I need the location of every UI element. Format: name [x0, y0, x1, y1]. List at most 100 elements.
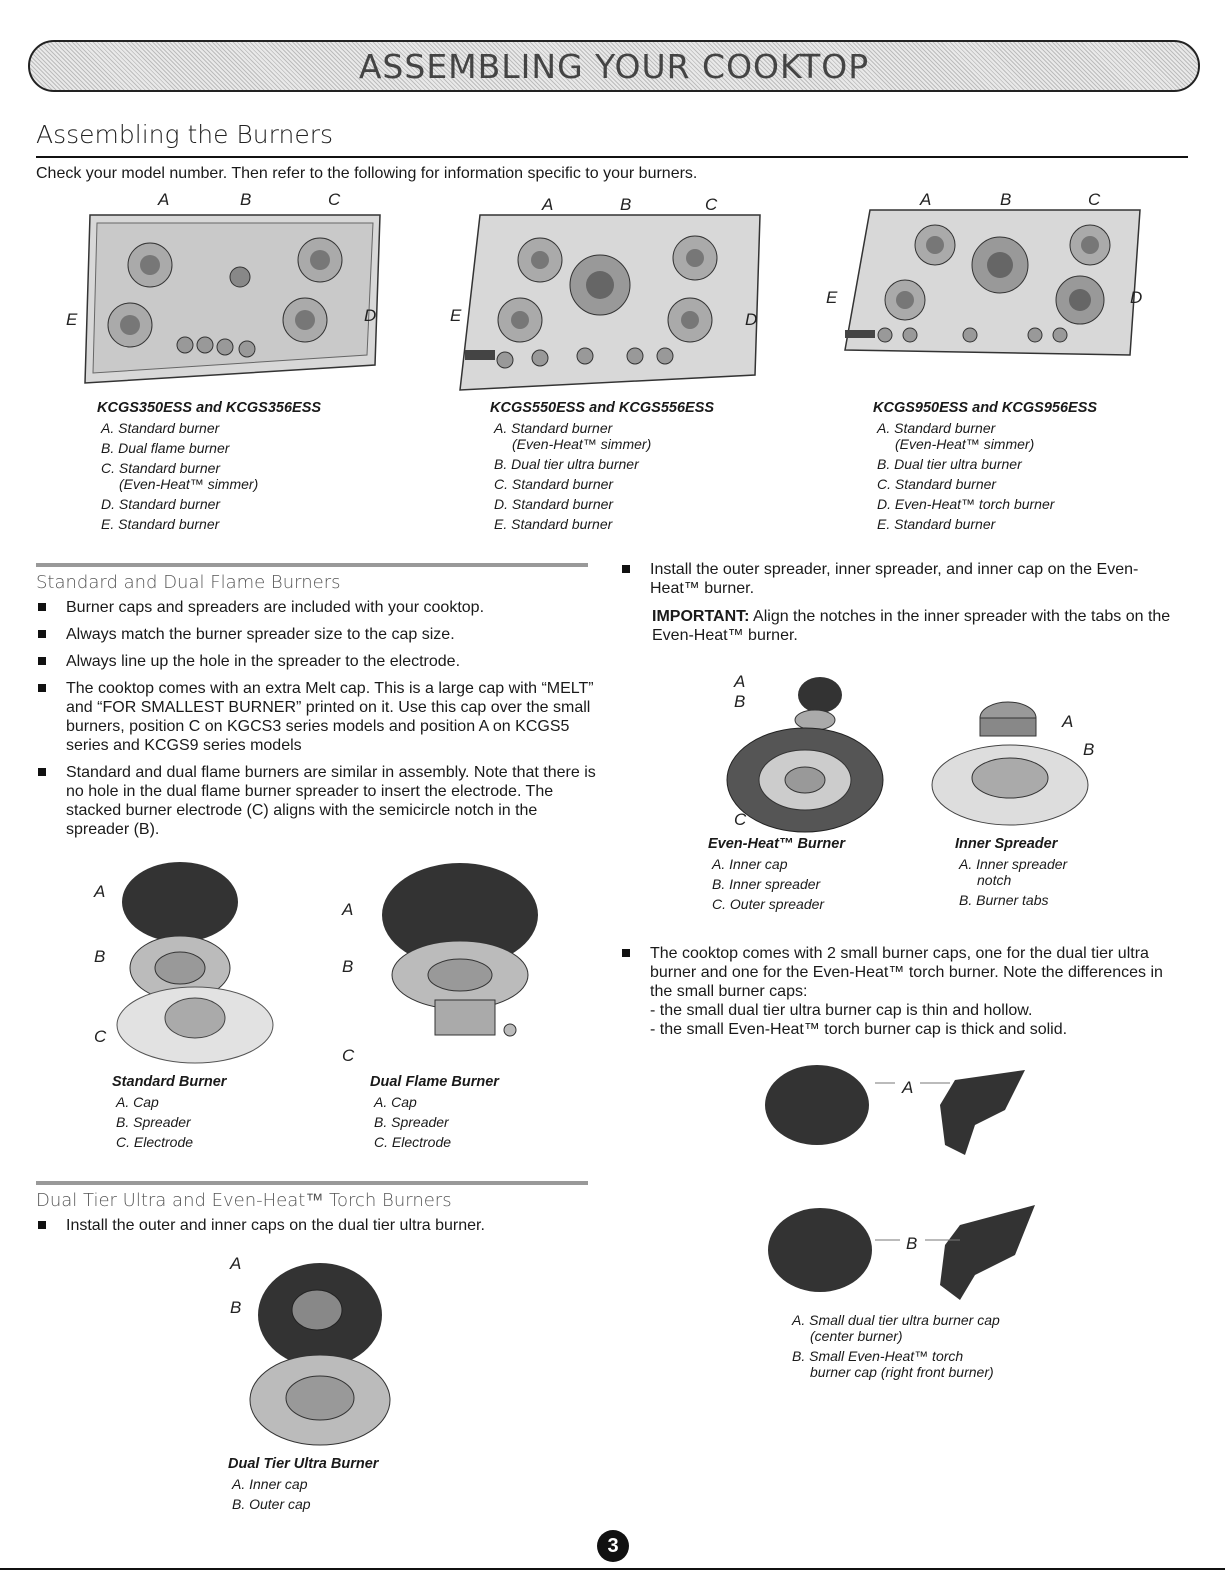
- std-label-c: C: [94, 1027, 107, 1046]
- inner-spreader-illustration: [931, 701, 1089, 826]
- model-3-item: (Even-Heat™ simmer): [895, 436, 1035, 452]
- inner-spreader-figure: [930, 690, 1090, 830]
- inner-spreader-caption: Inner Spreader A. Inner spreader notch B…: [955, 834, 1067, 910]
- model-caption-1: KCGS350ESS and KCGS356ESS A. Standard bu…: [97, 398, 321, 534]
- even-heat-caption: Even-Heat™ Burner A. Inner cap B. Inner …: [708, 834, 845, 914]
- model-1-item: E. Standard burner: [101, 516, 220, 532]
- model-2-item: B. Dual tier ultra burner: [494, 456, 639, 472]
- caption-item: C. Outer spreader: [712, 896, 825, 912]
- dual-label-c: C: [342, 1046, 355, 1065]
- model-1-item: C. Standard burner: [101, 460, 221, 476]
- page-number: 3: [597, 1530, 629, 1562]
- dual-flame-burner-figure: [355, 860, 545, 1065]
- model-2-item: E. Standard burner: [494, 516, 613, 532]
- subsection-title-1: Standard and Dual Flame Burners: [36, 572, 341, 593]
- caption-title: Standard Burner: [112, 1074, 227, 1090]
- caption-title: Dual Tier Ultra Burner: [228, 1456, 379, 1472]
- caption-item: C. Electrode: [374, 1134, 452, 1150]
- fig2-label-b: B: [620, 195, 632, 214]
- bullet-item: Standard and dual flame burners are simi…: [36, 763, 596, 839]
- dual-tier-ultra-caption: Dual Tier Ultra Burner A. Inner cap B. O…: [228, 1454, 378, 1514]
- fig1-label-c: C: [328, 190, 341, 209]
- bottom-rule: [0, 1568, 1225, 1570]
- caption-item: B. Spreader: [374, 1114, 449, 1130]
- eh-label-a: A: [734, 672, 746, 691]
- caption-item: A. Small dual tier ultra burner cap: [792, 1312, 1000, 1328]
- eh-label-b: B: [734, 692, 746, 711]
- subsection-title-2: Dual Tier Ultra and Even-Heat™ Torch Bur…: [36, 1190, 452, 1211]
- section-title: Assembling the Burners: [36, 120, 333, 149]
- model-1-title: KCGS350ESS and KCGS356ESS: [97, 400, 322, 416]
- caption-item: A. Cap: [116, 1094, 159, 1110]
- bullet-item: Burner caps and spreaders are included w…: [36, 598, 596, 617]
- eh-label-c: C: [734, 810, 747, 829]
- fig1-label-b: B: [240, 190, 252, 209]
- bullet-list-right-2: The cooktop comes with 2 small burner ca…: [620, 944, 1180, 1047]
- cooktop-1-illustration: [84, 214, 381, 384]
- model-2-item: (Even-Heat™ simmer): [512, 436, 652, 452]
- banner-title: ASSEMBLING YOUR COOKTOP: [358, 46, 870, 86]
- model-1-item: (Even-Heat™ simmer): [119, 476, 259, 492]
- fig3-label-c: C: [1088, 190, 1101, 209]
- model-2-item: C. Standard burner: [494, 476, 614, 492]
- model-1-item: A. Standard burner: [101, 420, 220, 436]
- important-label: IMPORTANT:: [652, 608, 750, 625]
- model-3-item: A. Standard burner: [877, 420, 996, 436]
- standard-burner-illustration: [116, 862, 274, 1064]
- model-caption-2: KCGS550ESS and KCGS556ESS A. Standard bu…: [490, 398, 714, 534]
- dash-item: - the small dual tier ultra burner cap i…: [650, 1002, 1033, 1019]
- caption-item: B. Spreader: [116, 1114, 191, 1130]
- std-label-b: B: [94, 947, 106, 966]
- bullet-item: Install the outer spreader, inner spread…: [620, 560, 1180, 598]
- model-3-title: KCGS950ESS and KCGS956ESS: [873, 400, 1098, 416]
- dtu-label-b: B: [230, 1298, 242, 1317]
- cooktop-2-illustration: [459, 214, 761, 391]
- even-heat-burner-illustration: [726, 677, 884, 833]
- small-caps-figure: [760, 1065, 1050, 1305]
- even-heat-burner-figure: [720, 675, 890, 835]
- cooktop-figure-1: [75, 205, 395, 390]
- caption-item: B. Small Even-Heat™ torch: [792, 1348, 964, 1364]
- model-2-item: A. Standard burner: [494, 420, 613, 436]
- bullet-list-right-1: Install the outer spreader, inner spread…: [620, 560, 1180, 606]
- dtu-label-a: A: [230, 1254, 242, 1273]
- intro-text: Check your model number. Then refer to t…: [36, 165, 698, 182]
- caps-label-a: A: [902, 1078, 914, 1097]
- bullet-text: The cooktop comes with 2 small burner ca…: [650, 945, 1163, 1000]
- subsection-rule-1: [36, 563, 588, 567]
- section-rule: [36, 156, 1188, 158]
- caption-item: A. Inner cap: [712, 856, 788, 872]
- bullet-item: The cooktop comes with 2 small burner ca…: [620, 944, 1180, 1039]
- model-2-item: D. Standard burner: [494, 496, 614, 512]
- bullet-list-1: Burner caps and spreaders are included w…: [36, 598, 596, 847]
- is-label-a: A: [1062, 712, 1074, 731]
- caption-item: A. Cap: [374, 1094, 417, 1110]
- fig1-label-e: E: [66, 310, 78, 329]
- bullet-list-2: Install the outer and inner caps on the …: [36, 1216, 596, 1243]
- model-1-item: B. Dual flame burner: [101, 440, 230, 456]
- dual-label-b: B: [342, 957, 354, 976]
- bullet-item: Install the outer and inner caps on the …: [36, 1216, 596, 1235]
- fig2-label-a: A: [542, 195, 554, 214]
- fig3-label-e: E: [826, 288, 838, 307]
- dual-label-a: A: [342, 900, 354, 919]
- model-3-item: C. Standard burner: [877, 476, 997, 492]
- caption-item: C. Electrode: [116, 1134, 194, 1150]
- cooktop-figure-2: [455, 210, 775, 395]
- caption-title: Even-Heat™ Burner: [708, 836, 845, 852]
- caption-item: A. Inner cap: [232, 1476, 308, 1492]
- caption-item: A. Inner spreader: [959, 856, 1068, 872]
- dual-tier-ultra-illustration: [249, 1263, 391, 1446]
- dual-flame-burner-illustration: [382, 863, 538, 1037]
- caption-item: B. Outer cap: [232, 1496, 311, 1512]
- model-caption-3: KCGS950ESS and KCGS956ESS A. Standard bu…: [873, 398, 1097, 534]
- caption-title: Inner Spreader: [955, 836, 1058, 852]
- model-3-item: D. Even-Heat™ torch burner: [877, 496, 1055, 512]
- bullet-item: The cooktop comes with an extra Melt cap…: [36, 679, 596, 755]
- caption-item: burner cap (right front burner): [810, 1364, 994, 1380]
- fig1-label-a: A: [158, 190, 170, 209]
- std-label-a: A: [94, 882, 106, 901]
- fig2-label-c: C: [705, 195, 718, 214]
- bullet-item: Always line up the hole in the spreader …: [36, 652, 596, 671]
- dual-tier-ultra-figure: [245, 1260, 395, 1450]
